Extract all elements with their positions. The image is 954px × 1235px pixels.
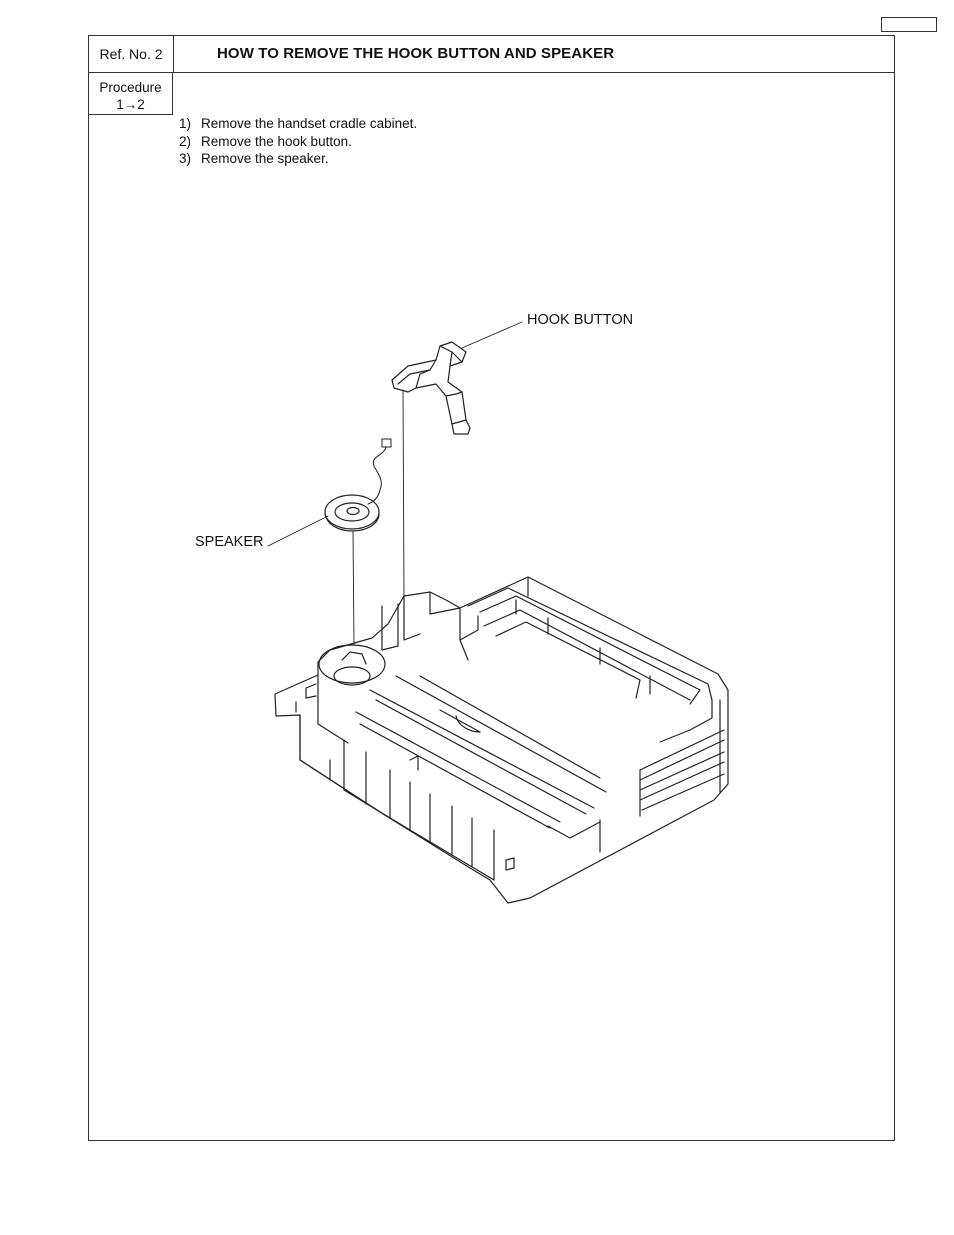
speaker-part — [324, 438, 392, 532]
speaker-leader-line — [267, 515, 329, 547]
procedure-label: Procedure — [99, 80, 162, 95]
procedure-cell: Procedure 1→2 — [89, 72, 173, 115]
speaker-label: SPEAKER — [195, 534, 264, 550]
ref-number: Ref. No. 2 — [89, 36, 174, 72]
step-item: 1)Remove the handset cradle cabinet. — [179, 116, 418, 131]
procedure-sequence: 1→2 — [116, 97, 145, 112]
hook-button-leader-line — [461, 321, 523, 349]
hook-button-label: HOOK BUTTON — [527, 312, 634, 328]
step-list: 1)Remove the handset cradle cabinet. 2)R… — [179, 115, 417, 168]
page-number-box — [881, 17, 937, 32]
hook-button-guide-line — [402, 389, 405, 597]
main-unit-base — [274, 576, 729, 904]
hook-button-part — [391, 341, 471, 435]
step-item: 3)Remove the speaker. — [179, 151, 329, 166]
page-title: HOW TO REMOVE THE HOOK BUTTON AND SPEAKE… — [217, 45, 615, 62]
header-row: Ref. No. 2 HOW TO REMOVE THE HOOK BUTTON… — [89, 36, 894, 73]
speaker-guide-line — [352, 530, 355, 646]
procedure-sheet: Ref. No. 2 HOW TO REMOVE THE HOOK BUTTON… — [88, 35, 895, 1141]
step-item: 2)Remove the hook button. — [179, 133, 352, 149]
